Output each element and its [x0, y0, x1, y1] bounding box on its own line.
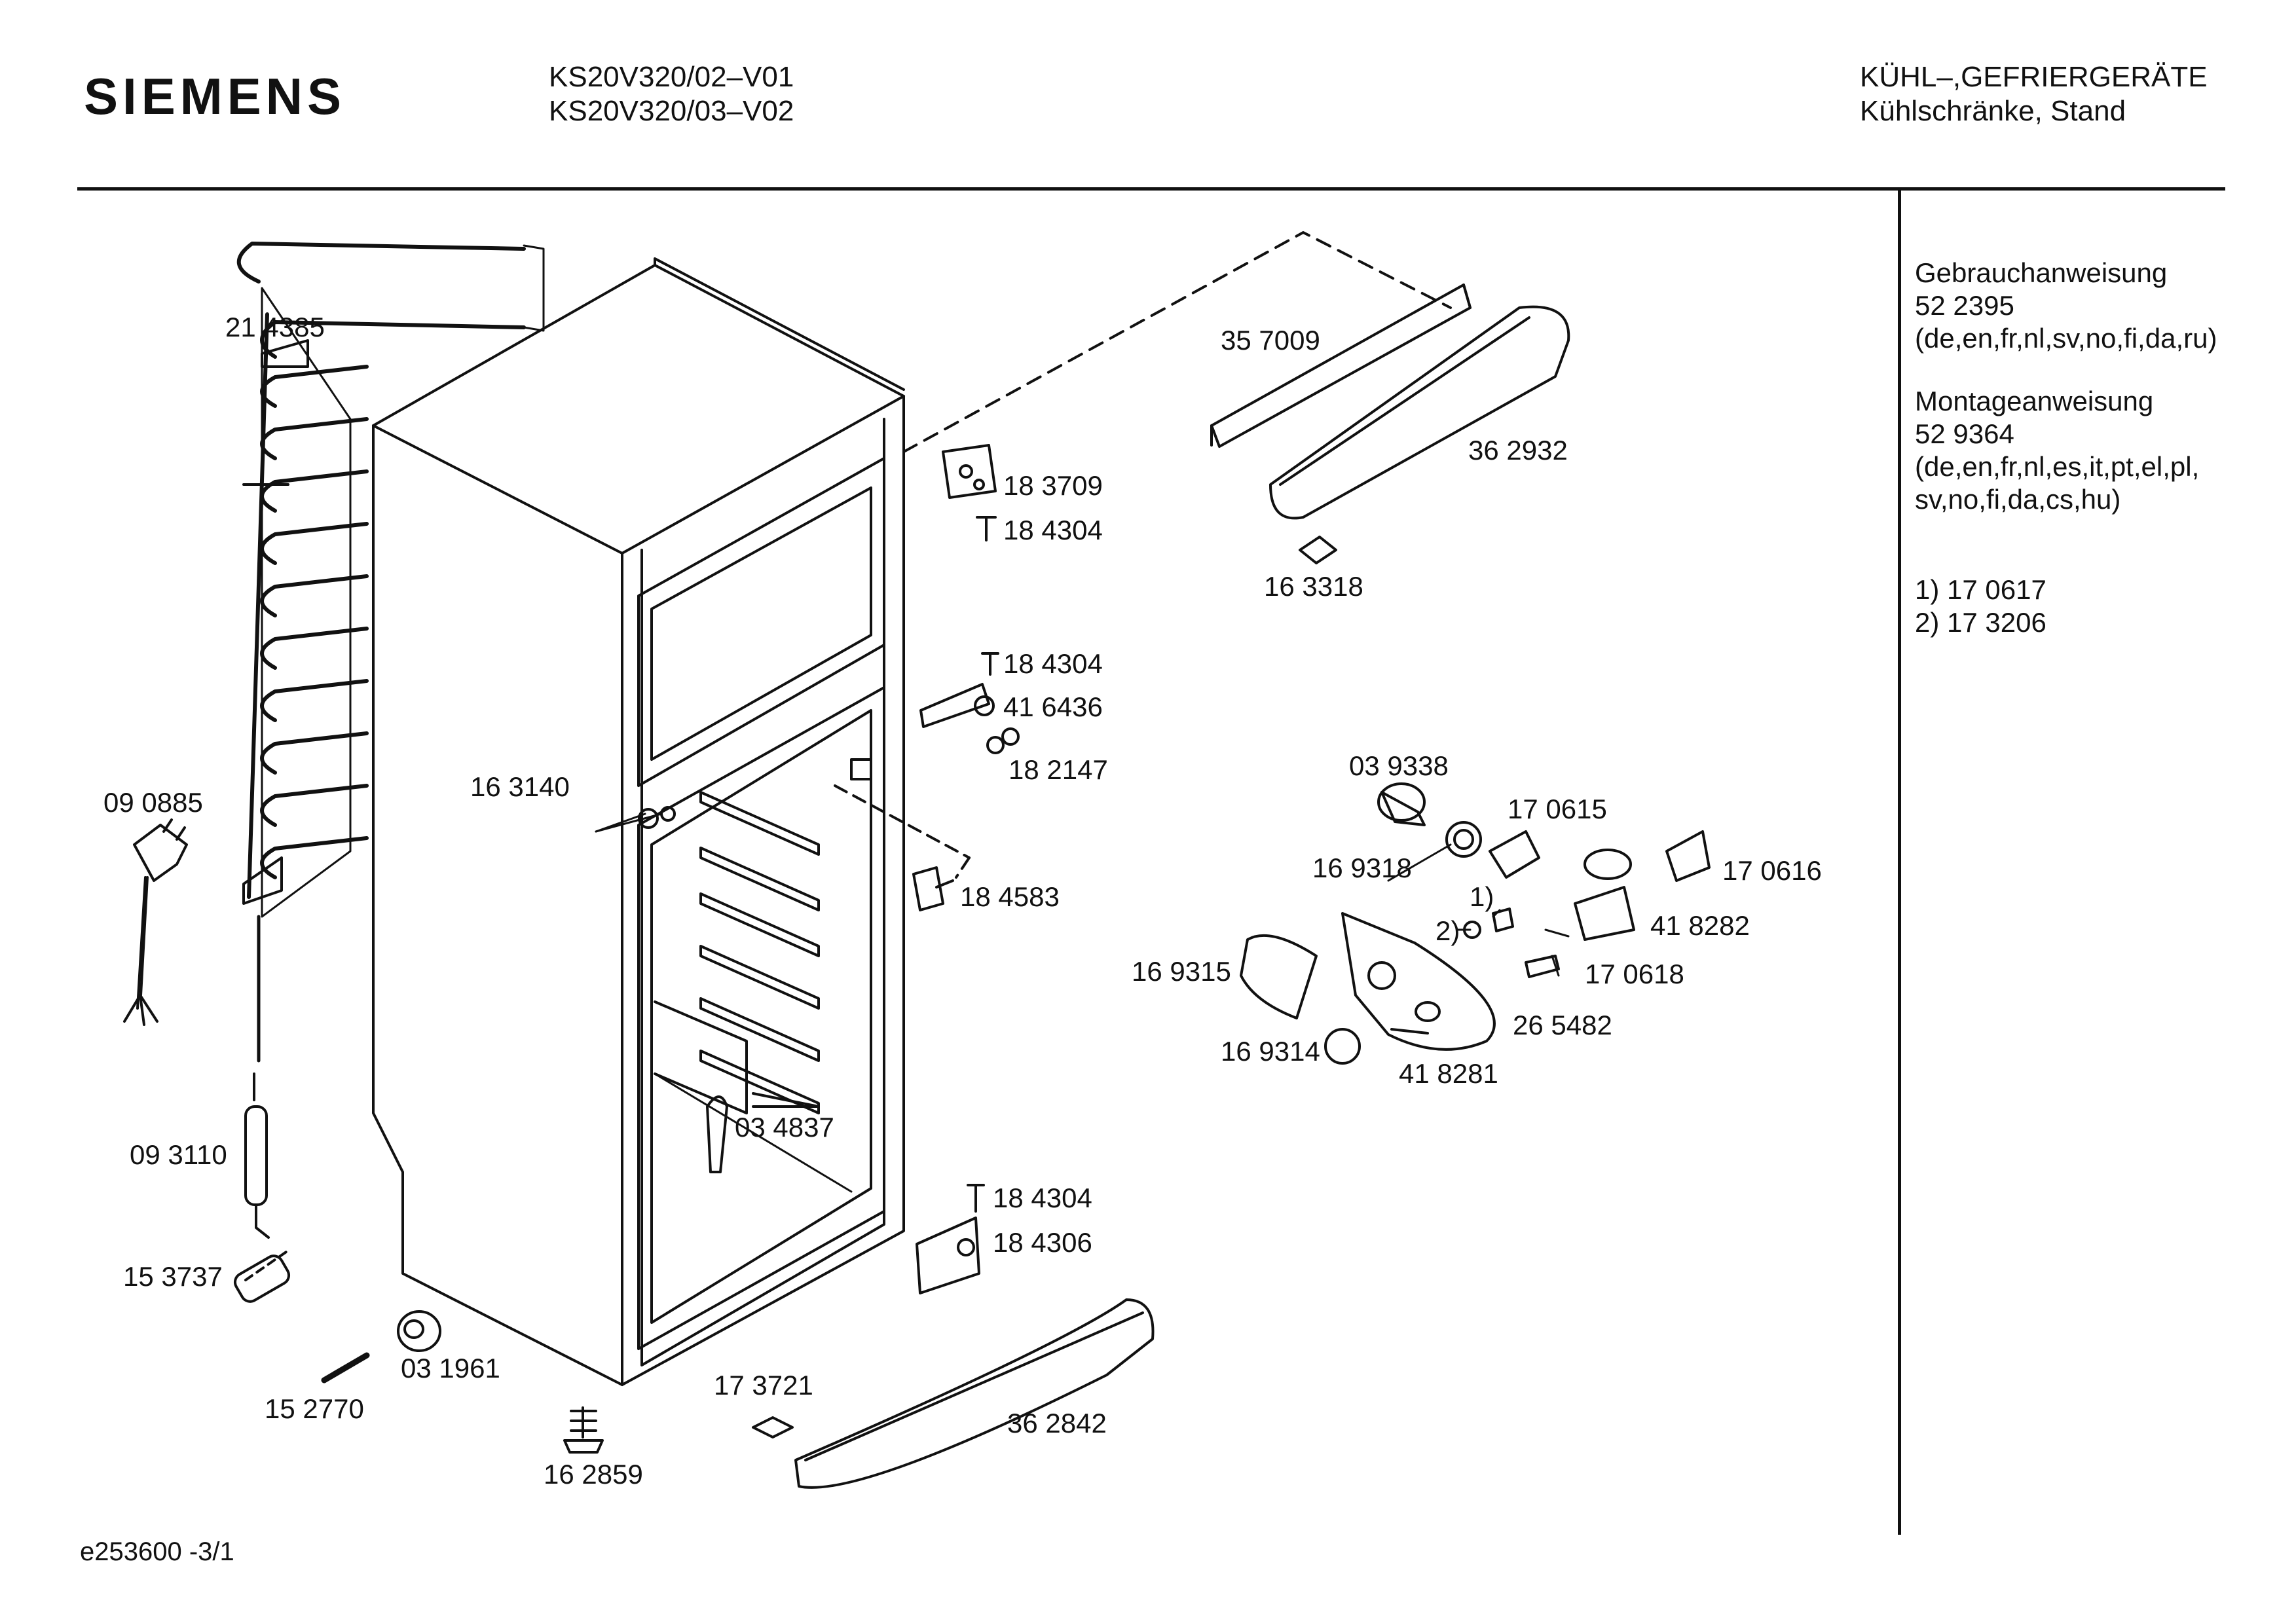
part-label-16-9315: 16 9315 [1132, 956, 1231, 987]
brand-logo: SIEMENS [84, 67, 346, 125]
part-label-16-3318: 16 3318 [1264, 571, 1363, 602]
part-label-18-4583: 18 4583 [960, 881, 1060, 912]
manual-languages: (de,en,fr,nl,sv,no,fi,da,ru) [1915, 323, 2217, 354]
part-label-36-2932: 36 2932 [1468, 435, 1568, 466]
drawing-reference: e253600 -3/1 [80, 1537, 234, 1566]
part-label-21-4385: 21 4385 [225, 312, 325, 342]
footnotes: 1) 17 0617 2) 17 3206 [1915, 574, 2046, 639]
install-number: 52 9364 [1915, 418, 2014, 449]
part-label-17-0618: 17 0618 [1585, 959, 1684, 989]
category-line-1: KÜHL–,GEFRIERGERÄTE [1860, 61, 2208, 93]
part-label-15-3737: 15 3737 [123, 1261, 223, 1292]
footnote-2: 2) 17 3206 [1915, 607, 2046, 638]
install-languages-1: (de,en,fr,nl,es,it,pt,el,pl, [1915, 451, 2200, 482]
part-label-18-4304-b: 18 4304 [1003, 648, 1103, 679]
part-label-16-3140: 16 3140 [470, 771, 570, 802]
part-label-18-3709: 18 3709 [1003, 470, 1103, 501]
part-label-16-9314: 16 9314 [1221, 1036, 1320, 1067]
manual-title: Gebrauchanweisung [1915, 257, 2168, 288]
part-label-15-2770: 15 2770 [265, 1393, 364, 1424]
part-label-17-0616: 17 0616 [1722, 855, 1822, 886]
manual-number: 52 2395 [1915, 290, 2014, 321]
model-numbers: KS20V320/02–V01 KS20V320/03–V02 [549, 60, 794, 128]
part-label-note-2: 2) [1435, 915, 1460, 946]
part-label-35-7009: 35 7009 [1221, 325, 1320, 356]
model-number-2: KS20V320/03–V02 [549, 95, 794, 127]
part-label-41-6436: 41 6436 [1003, 691, 1103, 722]
part-label-09-3110: 09 3110 [130, 1139, 227, 1170]
dryer-filter [244, 1072, 270, 1239]
part-label-16-2859: 16 2859 [544, 1459, 643, 1490]
door-hinges [912, 444, 1020, 1294]
footnote-1: 1) 17 0617 [1915, 574, 2046, 605]
part-label-note-1: 1) [1470, 881, 1494, 912]
part-label-17-0615: 17 0615 [1508, 794, 1607, 824]
part-label-18-4304-c: 18 4304 [993, 1182, 1092, 1213]
part-label-41-8282: 41 8282 [1650, 910, 1750, 941]
part-label-03-1961: 03 1961 [401, 1353, 500, 1383]
part-label-26-5482: 26 5482 [1513, 1010, 1612, 1040]
lamp-thermostat-assembly [1240, 782, 1711, 1065]
part-label-16-9318: 16 9318 [1312, 852, 1412, 883]
refrigerator-cabinet [372, 231, 1452, 1386]
mains-cable [123, 818, 188, 1026]
part-label-03-9338: 03 9338 [1349, 750, 1449, 781]
leader-lines [595, 813, 1570, 977]
appliance-category: KÜHL–,GEFRIERGERÄTE Kühlschränke, Stand [1860, 60, 2208, 128]
side-panel-divider [1898, 187, 1901, 1535]
model-number-1: KS20V320/02–V01 [549, 61, 794, 93]
manual-info: Gebrauchanweisung 52 2395 (de,en,fr,nl,s… [1915, 257, 2217, 355]
install-languages-2: sv,no,fi,da,cs,hu) [1915, 484, 2121, 515]
part-label-41-8281: 41 8281 [1399, 1058, 1498, 1089]
bottom-kick-plate [752, 1298, 1155, 1489]
part-label-17-3721: 17 3721 [714, 1370, 813, 1401]
install-info: Montageanweisung 52 9364 (de,en,fr,nl,es… [1915, 385, 2199, 516]
part-label-18-2147: 18 2147 [1009, 754, 1108, 785]
install-title: Montageanweisung [1915, 386, 2154, 416]
top-trim [1210, 284, 1570, 564]
loose-parts [233, 1249, 604, 1454]
header-divider [77, 187, 2225, 191]
condenser-coil [237, 242, 545, 1063]
part-label-36-2842: 36 2842 [1007, 1408, 1107, 1438]
category-line-2: Kühlschränke, Stand [1860, 95, 2126, 127]
part-label-09-0885: 09 0885 [103, 787, 203, 818]
part-label-18-4306: 18 4306 [993, 1227, 1092, 1258]
part-label-03-4837: 03 4837 [735, 1112, 834, 1143]
part-label-18-4304-a: 18 4304 [1003, 515, 1103, 545]
